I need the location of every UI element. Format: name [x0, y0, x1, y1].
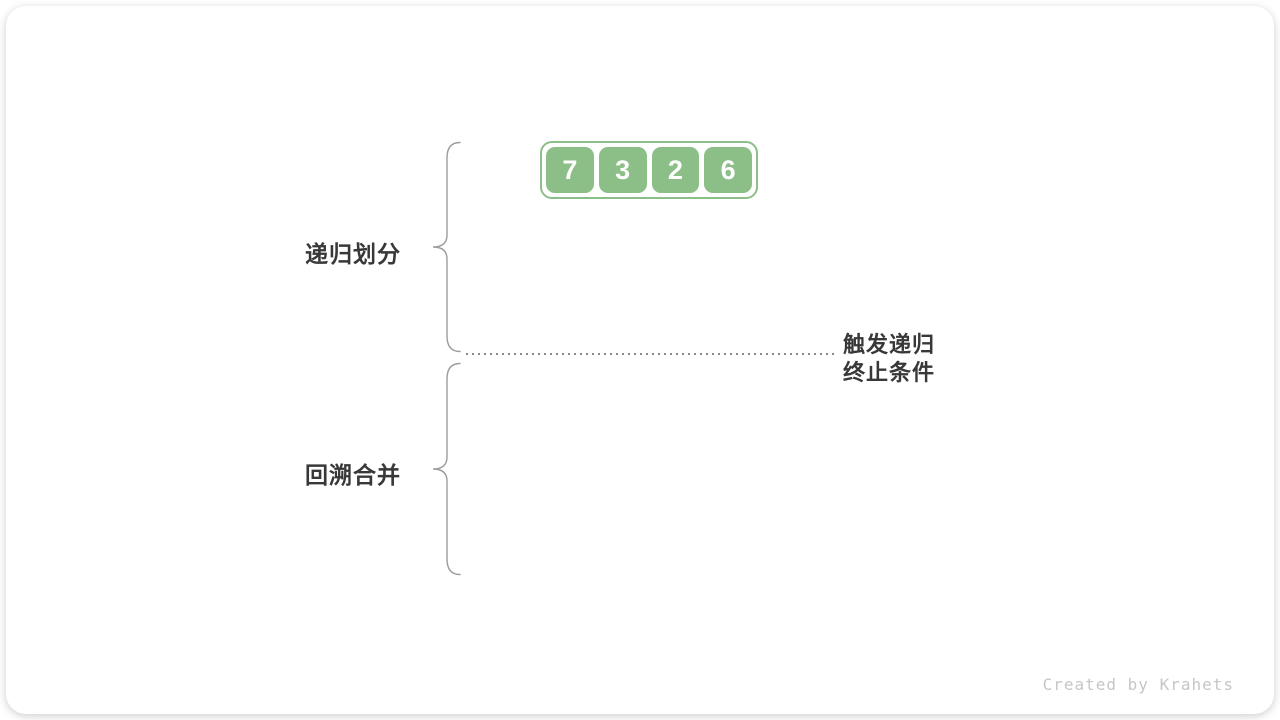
credit-text: Created by Krahets — [1042, 675, 1234, 694]
annotation-line-1: 触发递归 — [843, 332, 936, 357]
array-cell: 3 — [598, 147, 647, 193]
termination-annotation: 触发递归 终止条件 — [843, 331, 935, 387]
array-cell: 6 — [704, 147, 752, 193]
annotation-line-2: 终止条件 — [843, 360, 936, 385]
array-cell: 2 — [651, 147, 700, 193]
curly-brace-bottom — [432, 362, 461, 576]
figure-card: 递归划分 7 3 2 6 触发递归 终止条件 回溯合并 Created by K… — [6, 6, 1274, 714]
array-cell: 7 — [546, 147, 594, 193]
array-container: 7 3 2 6 — [540, 141, 758, 199]
curly-brace-top — [432, 141, 461, 353]
phase-label-recursive-division: 递归划分 — [305, 241, 401, 267]
phase-label-backtrack-merge: 回溯合并 — [305, 462, 401, 488]
recursion-termination-divider — [466, 353, 837, 355]
